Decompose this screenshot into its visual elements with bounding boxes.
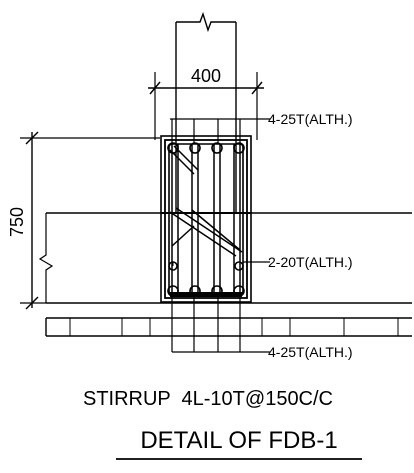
- beam-section: [160, 135, 252, 303]
- depth-dimension-text: 750: [7, 207, 27, 237]
- callout-side-bars: 2-20T(ALTH.): [172, 254, 353, 270]
- top-bars: [167, 142, 245, 154]
- depth-dimension: 750: [7, 131, 160, 310]
- drawing-title: DETAIL OF FDB-1: [140, 427, 337, 454]
- top-bars-label: 4-25T(ALTH.): [268, 111, 353, 127]
- width-dimension: 400: [148, 66, 264, 140]
- slab-lines: [46, 212, 412, 304]
- left-break-line: [38, 213, 54, 303]
- bottom-leaders: [171, 296, 270, 353]
- blinding-strip: [45, 317, 412, 337]
- bottom-bars: [167, 285, 245, 297]
- side-bars: [168, 261, 244, 271]
- bottom-bar-strip: [170, 292, 242, 297]
- stirrup-legs: [171, 144, 241, 294]
- bottom-bars-label: 4-25T(ALTH.): [268, 344, 353, 360]
- width-dimension-text: 400: [191, 66, 221, 86]
- side-bars-label: 2-20T(ALTH.): [268, 254, 353, 270]
- callout-top-bars: 4-25T(ALTH.): [170, 111, 353, 144]
- stirrup-note: STIRRUP 4L-10T@150C/C: [83, 388, 333, 410]
- column-above: [175, 11, 237, 213]
- diagonal-links: [169, 145, 243, 257]
